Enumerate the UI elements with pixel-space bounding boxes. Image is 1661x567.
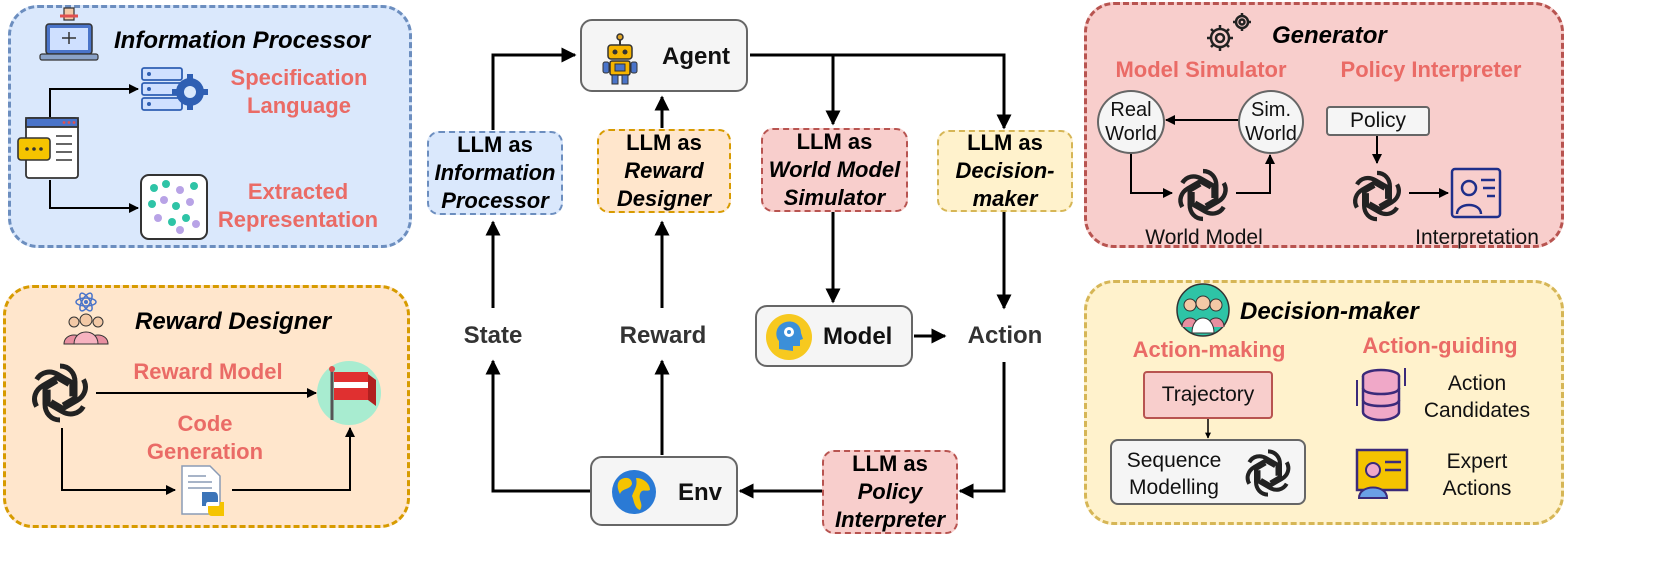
arrow-env-to-state	[485, 359, 590, 493]
interpretation-document-icon	[1450, 167, 1502, 219]
gears-icon	[1207, 13, 1251, 51]
information-processor-title: Information Processor	[114, 27, 371, 54]
world-model-openai-icon	[1178, 168, 1228, 222]
team-atom-icon	[63, 292, 109, 345]
agent-box: Agent	[580, 19, 748, 92]
trajectory-node: Trajectory	[1143, 371, 1273, 419]
arrow-info-to-agent	[491, 47, 577, 130]
generator-title: Generator	[1272, 22, 1387, 49]
sequence-openai-icon	[1245, 449, 1291, 497]
action-making-label: Action-making	[1132, 337, 1286, 362]
llm-information-processor: LLM as Information Processor	[427, 131, 563, 215]
clustered-points-icon	[140, 174, 208, 240]
laptop-hand-icon	[39, 7, 99, 61]
reward-label: Reward	[619, 322, 707, 349]
reward-designer-title: Reward Designer	[135, 308, 332, 335]
server-gear-icon	[141, 67, 208, 111]
action-label: Action	[967, 322, 1043, 349]
expert-presenter-icon	[1355, 448, 1409, 499]
env-box: Env	[590, 456, 738, 526]
brain-head-icon	[766, 314, 812, 360]
openai-logo-icon	[32, 363, 88, 423]
policy-interpreter-label: Policy Interpreter	[1340, 57, 1522, 82]
model-simulator-label: Model Simulator	[1115, 57, 1287, 82]
globe-icon	[612, 470, 656, 514]
interpretation-label: Interpretation	[1415, 226, 1539, 249]
llm-world-model-simulator: LLM as World Model Simulator	[761, 128, 908, 212]
agent-label: Agent	[662, 43, 730, 70]
model-box: Model	[755, 305, 913, 367]
team-avatar-icon	[1176, 283, 1230, 337]
sim-world-node: Sim.World	[1238, 90, 1304, 154]
decision-maker-title: Decision-maker	[1240, 298, 1419, 325]
document-chat-icon	[17, 117, 79, 179]
world-model-label: World Model	[1145, 226, 1263, 249]
python-file-icon	[181, 465, 224, 516]
model-label: Model	[823, 323, 893, 350]
arrow-agent-to-world	[750, 53, 841, 126]
env-label: Env	[678, 479, 723, 506]
arrow-action-to-policy	[958, 362, 1006, 499]
database-stack-icon	[1356, 368, 1406, 422]
action-guiding-label: Action-guiding	[1362, 333, 1518, 358]
llm-decision-maker: LLM as Decision- maker	[937, 130, 1073, 212]
robot-icon	[602, 33, 638, 85]
reward-model-label: Reward Model	[133, 359, 283, 384]
llm-reward-designer: LLM as Reward Designer	[597, 129, 731, 213]
llm-policy-interpreter: LLM as Policy Interpreter	[822, 450, 958, 534]
flag-icon	[317, 361, 381, 425]
policy-openai-icon	[1353, 170, 1401, 222]
policy-node: Policy	[1326, 106, 1430, 136]
state-label: State	[463, 322, 523, 349]
arrow-agent-to-decision	[833, 53, 1012, 130]
